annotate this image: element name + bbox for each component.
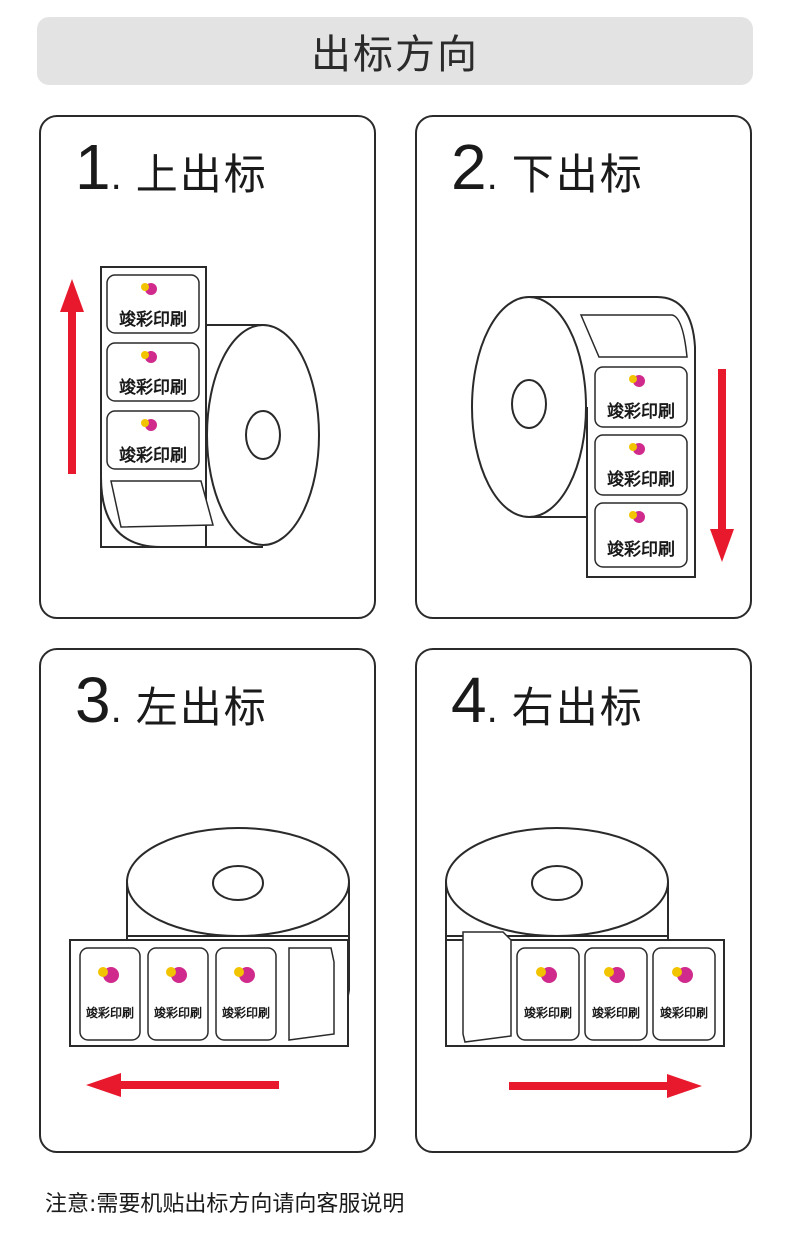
label-sticker: 竣彩印刷 bbox=[516, 947, 580, 1041]
label-sticker: 竣彩印刷 bbox=[215, 947, 277, 1041]
blank-label bbox=[288, 947, 335, 1041]
panel-left: 3. 左出标 竣彩印刷 竣彩印刷 竣彩印刷 bbox=[39, 648, 376, 1153]
label-sticker: 竣彩印刷 bbox=[594, 502, 688, 568]
panel-up: 1. 上出标 竣彩印刷 竣彩印刷 竣彩印刷 bbox=[39, 115, 376, 619]
page-header: 出标方向 bbox=[37, 17, 753, 85]
panel-title: 3. 左出标 bbox=[75, 664, 268, 736]
label-sticker: 竣彩印刷 bbox=[106, 410, 200, 470]
panel-down: 2. 下出标 竣彩印刷 竣彩印刷 竣彩印刷 bbox=[415, 115, 752, 619]
label-text: 竣彩印刷 bbox=[524, 1005, 572, 1020]
label-roll-right-illustration: 竣彩印刷 竣彩印刷 竣彩印刷 bbox=[445, 827, 725, 1098]
label-sticker: 竣彩印刷 bbox=[106, 274, 200, 334]
label-sticker: 竣彩印刷 bbox=[79, 947, 141, 1041]
label-text: 竣彩印刷 bbox=[660, 1005, 708, 1020]
panel-title: 4. 右出标 bbox=[451, 664, 644, 736]
panel-title: 1. 上出标 bbox=[75, 131, 268, 203]
label-roll-left-illustration: 竣彩印刷 竣彩印刷 竣彩印刷 bbox=[69, 827, 350, 1097]
label-sticker: 竣彩印刷 bbox=[106, 342, 200, 402]
arrow-right-icon bbox=[509, 1082, 679, 1090]
label-text: 竣彩印刷 bbox=[86, 1005, 134, 1020]
panel-label: 下出标 bbox=[511, 150, 644, 199]
label-text: 竣彩印刷 bbox=[607, 469, 675, 490]
footer-note: 注意:需要机贴出标方向请向客服说明 bbox=[45, 1192, 405, 1217]
panel-number: 2 bbox=[451, 131, 487, 203]
label-text: 竣彩印刷 bbox=[154, 1005, 202, 1020]
panel-number: 3 bbox=[75, 664, 111, 736]
panel-label: 右出标 bbox=[511, 683, 644, 732]
label-text: 竣彩印刷 bbox=[222, 1005, 270, 1020]
panel-number: 1 bbox=[75, 131, 111, 203]
label-text: 竣彩印刷 bbox=[607, 539, 675, 560]
panel-label: 左出标 bbox=[135, 683, 268, 732]
label-roll-down-illustration: 竣彩印刷 竣彩印刷 竣彩印刷 bbox=[471, 296, 734, 578]
label-text: 竣彩印刷 bbox=[607, 401, 675, 422]
arrow-left-icon bbox=[109, 1081, 279, 1089]
label-text: 竣彩印刷 bbox=[592, 1005, 640, 1020]
label-sticker: 竣彩印刷 bbox=[147, 947, 209, 1041]
label-text: 竣彩印刷 bbox=[119, 445, 187, 466]
label-sticker: 竣彩印刷 bbox=[594, 366, 688, 428]
panel-number: 4 bbox=[451, 664, 487, 736]
blank-label bbox=[110, 480, 214, 528]
page-title: 出标方向 bbox=[311, 32, 479, 78]
arrow-down-icon bbox=[718, 369, 726, 539]
arrow-up-icon bbox=[68, 302, 76, 474]
label-roll-up-illustration: 竣彩印刷 竣彩印刷 竣彩印刷 bbox=[60, 266, 320, 548]
label-text: 竣彩印刷 bbox=[119, 309, 187, 330]
label-text: 竣彩印刷 bbox=[119, 377, 187, 398]
label-sticker: 竣彩印刷 bbox=[652, 947, 716, 1041]
panel-right: 4. 右出标 竣彩印刷 竣彩印刷 竣彩印刷 bbox=[415, 648, 752, 1153]
panel-label: 上出标 bbox=[135, 150, 268, 199]
blank-label bbox=[579, 314, 688, 358]
label-sticker: 竣彩印刷 bbox=[594, 434, 688, 496]
blank-label bbox=[462, 931, 512, 1043]
label-sticker: 竣彩印刷 bbox=[584, 947, 648, 1041]
panel-title: 2. 下出标 bbox=[451, 131, 644, 203]
